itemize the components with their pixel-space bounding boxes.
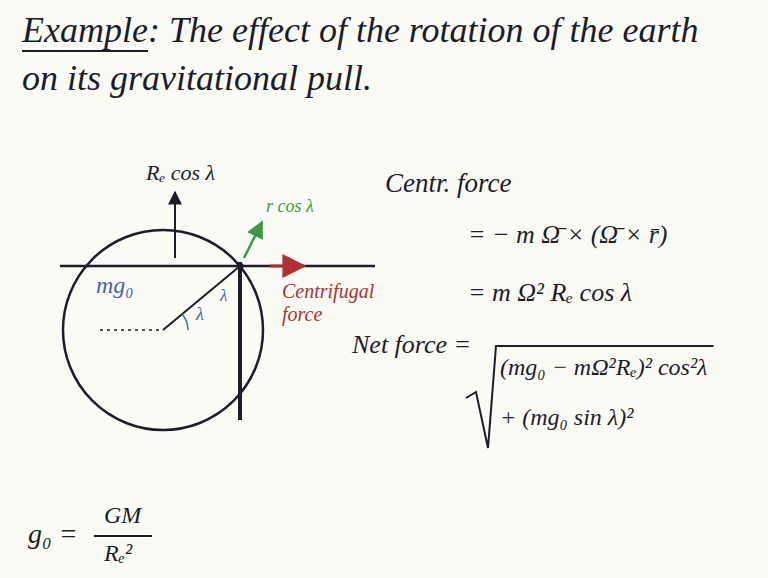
radial-arrow xyxy=(244,222,262,258)
slide-title: Example: The effect of the rotation of t… xyxy=(22,6,722,102)
point-mass xyxy=(237,263,244,270)
equation-text: = − m Ω̄ × (Ω̄ × r̄) xyxy=(468,220,668,250)
fraction-bar xyxy=(94,535,152,537)
equation-text: Net force = xyxy=(352,330,471,360)
radial-label: r cos λ xyxy=(266,196,314,217)
square-root-sign xyxy=(466,346,713,448)
axis-arrow xyxy=(174,192,176,258)
gravity-label: mg₀ xyxy=(96,272,134,300)
tangent-line xyxy=(60,265,300,268)
equation-text: g₀ = xyxy=(28,518,78,550)
radius-line xyxy=(163,266,240,330)
equation-text: Centr. force xyxy=(385,168,511,199)
angle-label: λ xyxy=(220,286,227,306)
earth-circle xyxy=(63,230,263,430)
tangent-line xyxy=(300,265,375,268)
vertical-line xyxy=(238,262,242,420)
title-underline xyxy=(22,50,148,52)
equation-text: + (mg₀ sin λ)² xyxy=(500,404,633,432)
equator-line xyxy=(100,329,163,331)
axis-label: Rₑ cos λ xyxy=(146,160,215,185)
angle-label: λ xyxy=(196,304,204,325)
fraction-denominator: Rₑ² xyxy=(104,540,132,568)
equation-text: (mg₀ − mΩ²Rₑ)² cos²λ xyxy=(500,354,707,382)
angle-arc xyxy=(182,314,188,330)
equation-text: = m Ω² Rₑ cos λ xyxy=(468,278,632,308)
centrifugal-arrow xyxy=(270,265,304,268)
force-label: Centrifugal force xyxy=(282,280,392,326)
fraction-numerator: GM xyxy=(104,502,141,530)
